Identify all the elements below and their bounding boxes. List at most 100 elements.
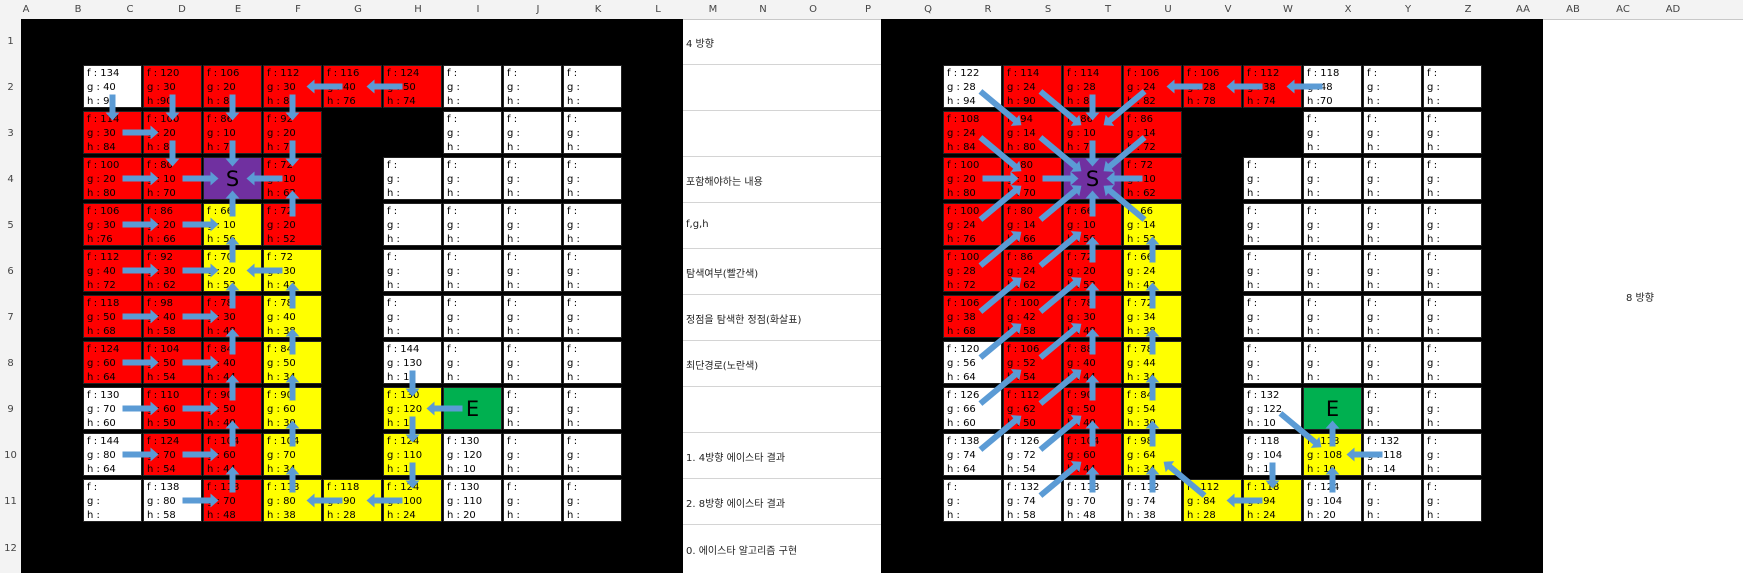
grid-cell[interactable]: f :g :h :: [443, 341, 502, 384]
end-cell[interactable]: E: [443, 387, 502, 430]
grid-cell[interactable]: f :g :h :: [503, 111, 562, 154]
grid-cell[interactable]: f :g :h :: [503, 341, 562, 384]
note-row-6[interactable]: 탐색여부(빨간색): [686, 269, 759, 280]
grid-cell[interactable]: f :g :h :: [1363, 341, 1422, 384]
note-row-4[interactable]: 포함해야하는 내용: [686, 177, 763, 188]
start-cell[interactable]: S: [203, 157, 262, 200]
grid-cell[interactable]: f :g :h :: [1243, 249, 1302, 292]
grid-cell[interactable]: f :g :h :: [443, 157, 502, 200]
grid-cell[interactable]: f :g :h :: [1363, 387, 1422, 430]
column-header-ac[interactable]: AC: [1616, 4, 1630, 15]
grid-cell[interactable]: f :g :h :: [1243, 157, 1302, 200]
grid-cell[interactable]: f :g :h :: [1303, 111, 1362, 154]
grid-cell[interactable]: f :g :h :: [443, 65, 502, 108]
column-header-r[interactable]: R: [984, 4, 992, 15]
note-row-7[interactable]: 정점을 탐색한 정점(화살표): [686, 315, 802, 326]
grid-cell[interactable]: f :g :h :: [1363, 65, 1422, 108]
start-cell[interactable]: S: [1063, 157, 1122, 200]
grid-cell[interactable]: f :g :h :: [1303, 341, 1362, 384]
grid-cell[interactable]: f :g :h :: [563, 387, 622, 430]
grid-cell[interactable]: f :g :h :: [1423, 479, 1482, 522]
grid-cell[interactable]: f :g :h :: [1423, 295, 1482, 338]
grid-cell[interactable]: f :g :h :: [563, 111, 622, 154]
column-header-y[interactable]: Y: [1404, 4, 1412, 15]
grid-cell[interactable]: f :g :h :: [383, 249, 442, 292]
grid-cell[interactable]: f :g :h :: [1423, 157, 1482, 200]
column-header-aa[interactable]: AA: [1516, 4, 1530, 15]
grid-cell[interactable]: f :g :h :: [503, 387, 562, 430]
grid-cell[interactable]: f :g :h :: [1423, 65, 1482, 108]
note-row-10[interactable]: 1. 4방향 에이스타 결과: [686, 453, 786, 464]
grid-cell[interactable]: f :g :h :: [383, 157, 442, 200]
grid-cell[interactable]: f :g :h :: [1363, 249, 1422, 292]
column-header-s[interactable]: S: [1044, 4, 1052, 15]
row-header-7[interactable]: 7: [7, 312, 14, 323]
column-header-j[interactable]: J: [536, 4, 540, 15]
grid-cell[interactable]: f :g :h :: [1243, 295, 1302, 338]
grid-cell[interactable]: f :g :h :: [563, 65, 622, 108]
grid-cell[interactable]: f :g :h :: [503, 65, 562, 108]
end-cell[interactable]: E: [1303, 387, 1362, 430]
column-header-m[interactable]: M: [708, 4, 718, 15]
grid-cell[interactable]: f :g :h :: [1363, 157, 1422, 200]
column-header-o[interactable]: O: [809, 4, 817, 15]
grid-cell[interactable]: f :g :h :: [1423, 111, 1482, 154]
grid-cell[interactable]: f :g :h :: [1423, 341, 1482, 384]
grid-cell[interactable]: f :g :h :: [563, 479, 622, 522]
grid-cell[interactable]: f :g :h :: [563, 341, 622, 384]
grid-cell[interactable]: f :g :h :: [563, 157, 622, 200]
grid-cell[interactable]: f :g :h :: [1423, 203, 1482, 246]
grid-cell[interactable]: f :g :h :: [1303, 203, 1362, 246]
grid-cell[interactable]: f :g :h :: [943, 479, 1002, 522]
grid-cell[interactable]: f :g :h :: [83, 479, 142, 522]
